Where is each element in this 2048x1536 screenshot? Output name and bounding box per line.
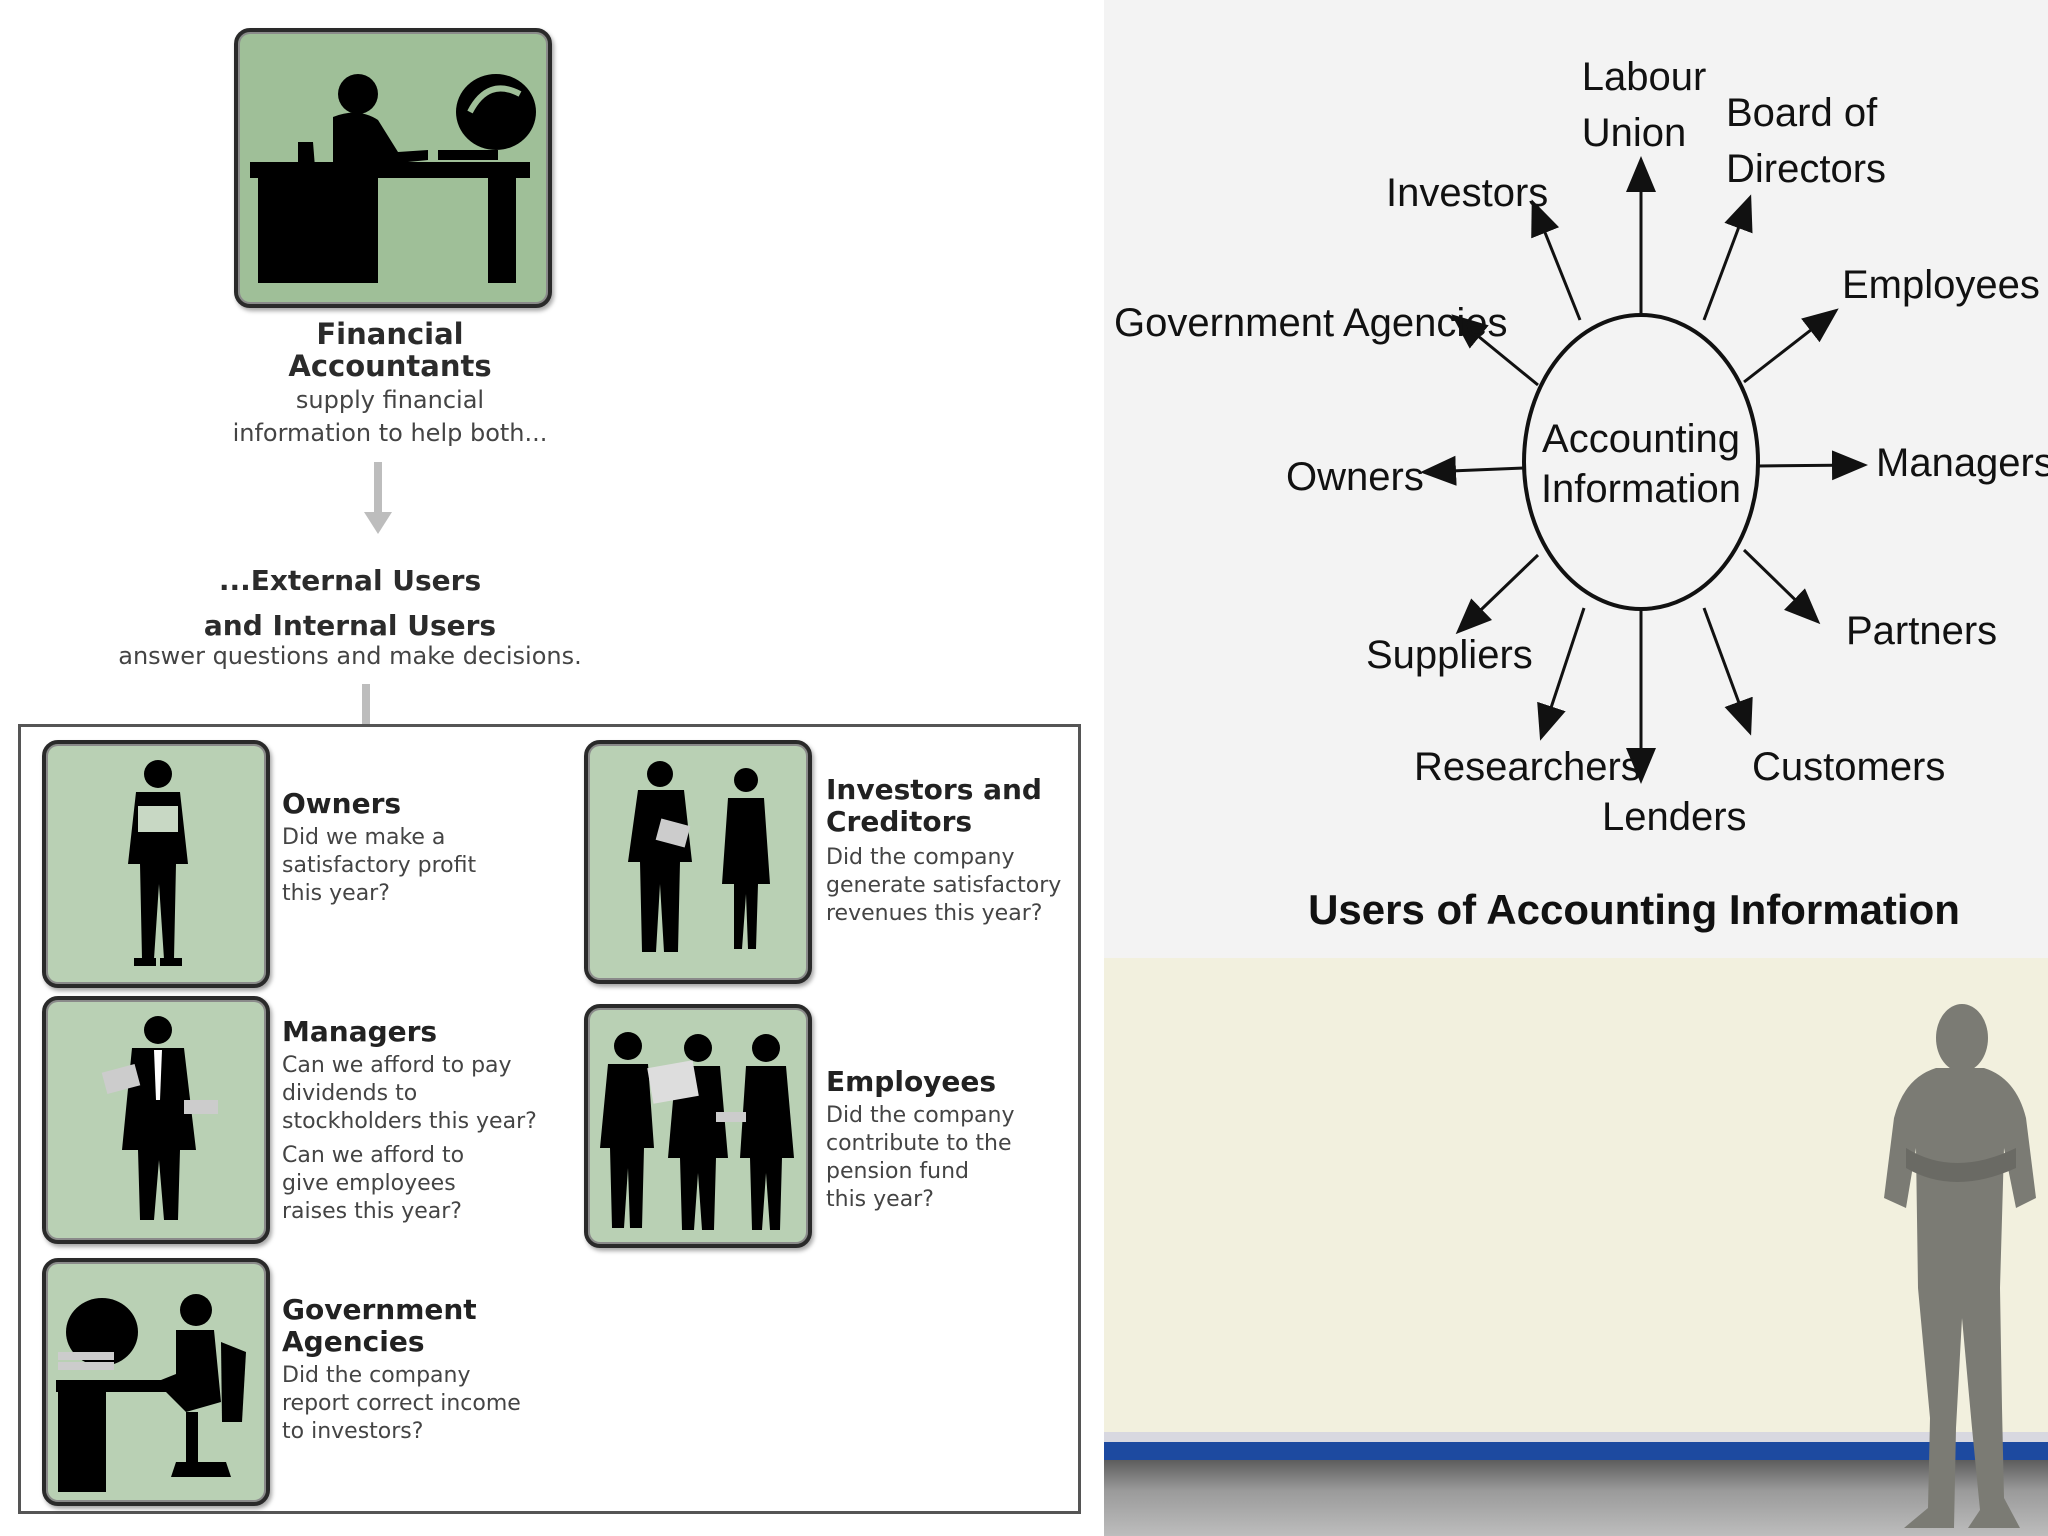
label-labour-line1: Labour	[1582, 55, 1707, 99]
owners-question: Did we make a satisfactory profit this y…	[282, 825, 477, 906]
managers-question: Can we afford to pay dividends to stockh…	[282, 1053, 537, 1224]
employees-title: Employees	[826, 1065, 997, 1098]
arrow-government	[1451, 314, 1539, 387]
arrow-managers	[1757, 450, 1868, 481]
standing-man-silhouette-icon	[1844, 998, 2048, 1536]
label-employees: Employees	[1842, 263, 2040, 307]
arrow-customers	[1702, 607, 1753, 736]
owner-businessman-icon	[42, 740, 270, 988]
label-suppliers: Suppliers	[1366, 633, 1533, 677]
arrow-investors	[1531, 199, 1582, 321]
government-question: Did the company report correct income to…	[282, 1363, 521, 1444]
label-researchers: Researchers	[1414, 745, 1641, 789]
investors-title: Investors and Creditors	[826, 773, 1042, 838]
accountants-description: supply financial information to help bot…	[232, 386, 548, 447]
flow-arrow-shaft	[374, 462, 382, 512]
light-stripe	[1104, 1432, 2048, 1442]
label-customers: Customers	[1752, 745, 1945, 789]
arrow-researchers	[1537, 607, 1586, 741]
accountants-title: Financial Accountants	[288, 317, 492, 383]
label-board-line2: Directors	[1726, 147, 1886, 191]
label-labour-line2: Union	[1582, 111, 1687, 155]
investors-creditors-icon	[584, 740, 812, 984]
arrow-owners	[1420, 455, 1525, 486]
center-label-line1: Accounting	[1542, 417, 1740, 461]
investors-question: Did the company generate satisfactory re…	[826, 845, 1062, 926]
manager-businessman-icon	[42, 996, 270, 1244]
label-board-line1: Board of	[1726, 91, 1878, 135]
government-title: Government Agencies	[282, 1293, 477, 1358]
label-partners: Partners	[1846, 609, 1997, 653]
presentation-background	[1104, 958, 2048, 1536]
center-label-line2: Information	[1541, 467, 1741, 511]
financial-users-flowchart: Financial Accountants supply financial i…	[18, 28, 1081, 1514]
arrow-employees	[1743, 308, 1839, 384]
diagram-caption: Users of Accounting Information	[1308, 886, 1960, 933]
arrow-partners	[1742, 548, 1821, 625]
users-heading: ...External Users and Internal Users	[203, 564, 497, 642]
label-investors: Investors	[1386, 171, 1548, 215]
label-managers: Managers	[1876, 441, 2048, 485]
owners-title: Owners	[282, 787, 402, 820]
flow-arrow-head	[364, 512, 392, 534]
arrow-suppliers	[1455, 553, 1540, 635]
label-owners: Owners	[1286, 455, 1424, 499]
blue-stripe	[1104, 1442, 2048, 1460]
government-worker-icon	[42, 1258, 270, 1506]
employees-question: Did the company contribute to the pensio…	[826, 1103, 1015, 1212]
users-subtext: answer questions and make decisions.	[118, 642, 582, 670]
arrow-board	[1702, 194, 1753, 321]
users-of-accounting-diagram: Accounting Information Labour Union Boar…	[1104, 0, 2048, 958]
center-circle	[1522, 313, 1760, 611]
flow-arrow-shaft-2	[362, 684, 370, 754]
employees-group-icon	[584, 1004, 812, 1248]
gray-floor	[1104, 1460, 2048, 1536]
accountant-at-desk-icon	[234, 28, 552, 308]
managers-title: Managers	[282, 1015, 438, 1048]
label-lenders: Lenders	[1602, 795, 1747, 839]
label-government: Government Agencies	[1114, 301, 1508, 345]
